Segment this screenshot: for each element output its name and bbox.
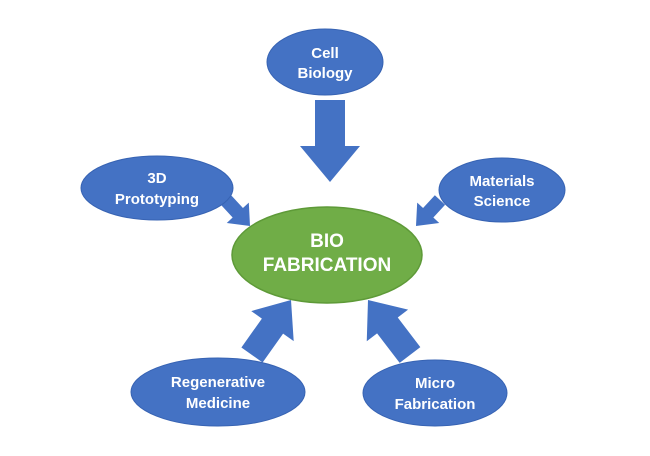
center-label-line1: BIO bbox=[310, 231, 344, 252]
arrow-micro-fabrication-icon bbox=[366, 300, 421, 363]
arrow-regenerative-medicine-icon bbox=[241, 300, 294, 363]
node-cell-biology: Cell Biology bbox=[266, 28, 384, 96]
node-label: Materials bbox=[469, 173, 534, 190]
node-3d-prototyping: 3D Prototyping bbox=[80, 155, 234, 221]
node-label: Fabrication bbox=[395, 396, 476, 413]
node-label: Science bbox=[474, 193, 531, 210]
node-label: Biology bbox=[298, 65, 354, 82]
arrow-materials-science-icon bbox=[416, 195, 446, 226]
arrow-cell-biology-icon bbox=[300, 100, 360, 182]
node-regenerative-medicine: Regenerative Medicine bbox=[130, 357, 306, 427]
node-label: Regenerative bbox=[171, 374, 265, 391]
center-node: BIO FABRICATION bbox=[231, 206, 423, 304]
node-label: Cell bbox=[311, 45, 339, 62]
node-label: Medicine bbox=[186, 395, 250, 412]
node-micro-fabrication: Micro Fabrication bbox=[362, 359, 508, 427]
node-materials-science: Materials Science bbox=[438, 157, 566, 223]
node-label: Micro bbox=[415, 375, 455, 392]
node-label: Prototyping bbox=[115, 191, 199, 208]
arrow-3d-prototyping-icon bbox=[220, 195, 250, 226]
center-label-line2: FABRICATION bbox=[263, 255, 391, 276]
node-label: 3D bbox=[147, 170, 166, 187]
